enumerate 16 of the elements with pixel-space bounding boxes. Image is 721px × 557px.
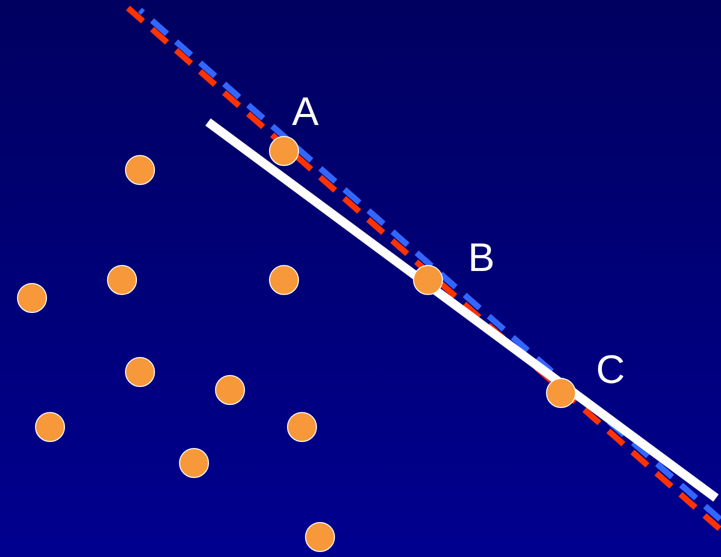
data-point (125, 357, 155, 387)
data-point (125, 155, 155, 185)
point-label: A (292, 92, 319, 132)
data-point (413, 265, 443, 295)
data-point (179, 448, 209, 478)
data-point (269, 136, 299, 166)
point-label: C (596, 350, 625, 390)
data-point (269, 265, 299, 295)
data-point (107, 265, 137, 295)
data-point (17, 283, 47, 313)
data-point (287, 412, 317, 442)
data-point (305, 522, 335, 552)
point-label: B (468, 238, 495, 278)
data-point (215, 375, 245, 405)
data-point (546, 378, 576, 408)
data-point (35, 412, 65, 442)
